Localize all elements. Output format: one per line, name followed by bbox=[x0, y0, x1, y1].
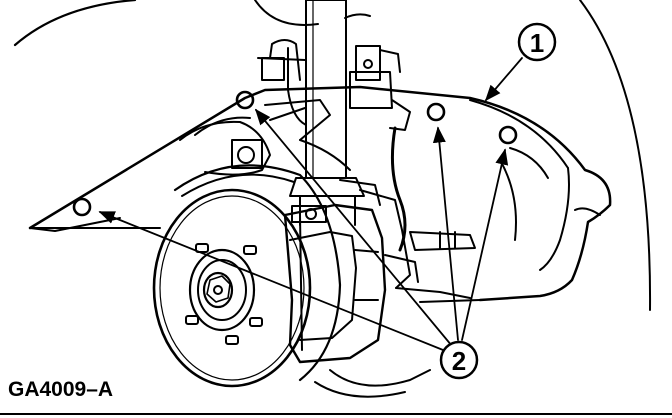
sensor-wire bbox=[390, 126, 407, 252]
sensor-connector bbox=[355, 45, 381, 81]
brake-caliper bbox=[283, 203, 387, 364]
wheel-well-outer-arc bbox=[13, 0, 137, 47]
callout-1: 1 bbox=[517, 22, 557, 62]
lug-studs bbox=[185, 243, 263, 345]
wheel-well-inner-arc bbox=[254, 0, 319, 26]
wheel-hub bbox=[188, 248, 256, 332]
splash-shield-outline bbox=[28, 85, 612, 302]
figure-id-label: GA4009–A bbox=[8, 378, 113, 401]
brake-rotor-outer bbox=[152, 188, 312, 388]
callout-2-leaders bbox=[98, 108, 509, 353]
callout-2-number: 2 bbox=[452, 346, 466, 376]
callout-1-leader bbox=[484, 57, 523, 102]
strut-mount-bracket bbox=[261, 57, 285, 81]
callout-2: 2 bbox=[439, 340, 479, 380]
mounting-bolts bbox=[72, 90, 518, 217]
wheel-well-outer-arc-right bbox=[579, 0, 652, 311]
callout-1-number: 1 bbox=[530, 28, 544, 58]
